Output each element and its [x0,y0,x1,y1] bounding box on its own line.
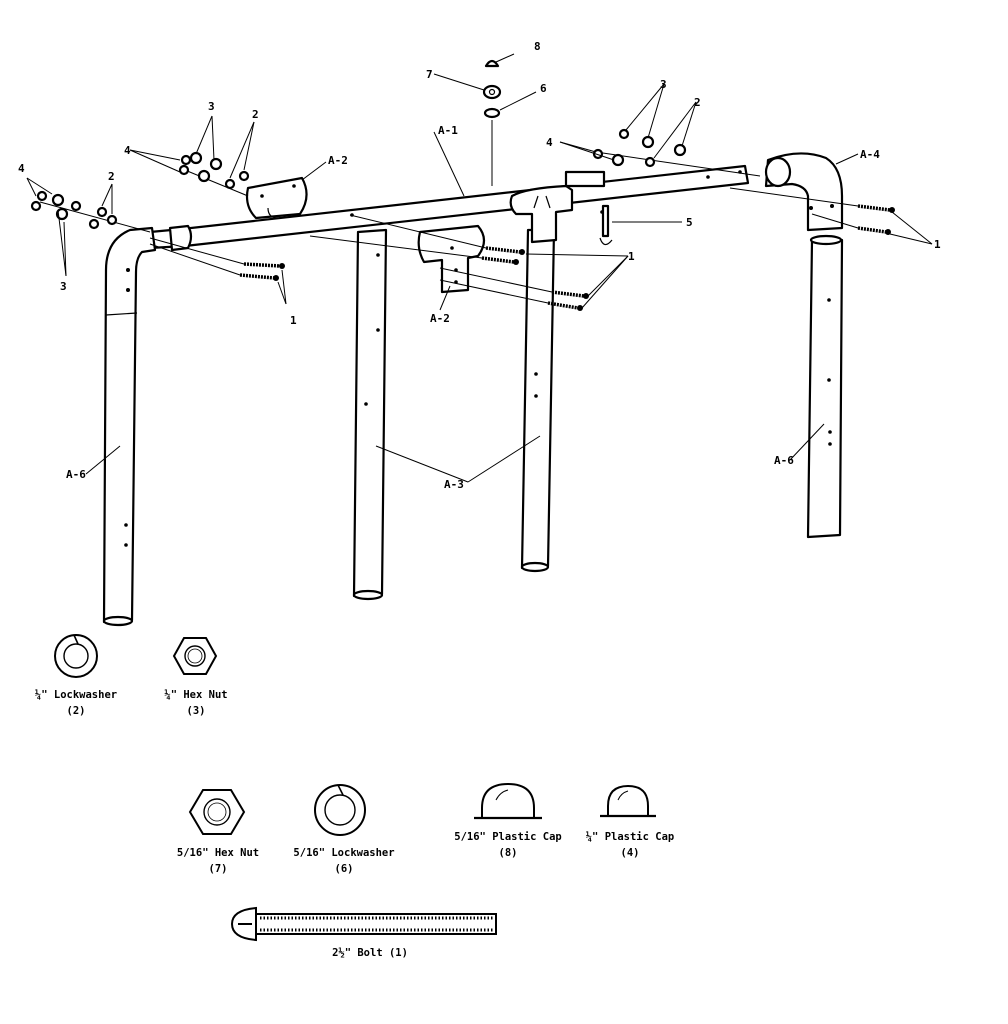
callout-5: 5 [686,216,693,229]
center-stack-hardware [482,59,502,119]
callout-1-left: 1 [290,314,297,327]
post-a6-left [102,226,157,627]
callout-4-mid: 4 [124,144,131,157]
post-a6-right [806,234,844,539]
lockwasher-quarter-num: (2) [67,705,86,717]
callout-6: 6 [540,82,547,95]
legend-plasticcap-516: 5/16" Plastic Cap (8) [454,782,562,859]
bolt-label: 2½" Bolt (1) [332,947,408,959]
legend-hexnut-quarter: ¼" Hex Nut (3) [164,637,228,717]
hardware-right-cluster [592,128,687,168]
saddle-bracket-a2-top [245,176,308,220]
lockwasher-quarter-label: ¼" Lockwasher [35,689,117,701]
callout-8: 8 [534,40,541,53]
alignment-lines [39,120,859,304]
plasticcap-quarter-label: ¼" Plastic Cap [586,831,675,843]
callout-7: 7 [426,68,433,81]
legend-plasticcap-quarter: ¼" Plastic Cap (4) [586,784,675,859]
callout-3-left: 3 [60,280,67,293]
saddle-bracket-a2-mid [417,224,486,294]
hexnut-516-num: (7) [209,863,228,875]
callout-a2-mid: A-2 [430,312,450,325]
callout-1-mid: 1 [628,250,635,263]
elbow-fitting-a4 [764,152,844,232]
bolt-right-2 [857,226,891,235]
callout-2-mid: 2 [252,108,259,121]
bolt-left-1 [243,262,285,269]
bolt-left-2 [239,273,279,281]
hardware-legend: ¼" Lockwasher (2) ¼" Hex Nut (3) 5/16" H… [35,634,675,959]
frame-bolts [239,204,895,311]
legend-lockwasher-516: 5/16" Lockwasher (6) [293,784,395,875]
bolt-mid-4 [547,301,583,311]
leg-a3-right [520,228,556,573]
leg-a3-left [352,228,388,601]
bolt-mid-2 [481,256,519,265]
callout-a6-left: A-6 [66,468,86,481]
hanger-hook-5 [599,204,613,246]
callout-a3: A-3 [444,478,464,491]
callout-a2-top: A-2 [328,154,348,167]
callout-4-left: 4 [18,162,25,175]
callout-leaders [26,53,933,483]
hardware-left-cluster [30,190,118,230]
callout-a1: A-1 [438,124,458,137]
hardware-mid-cluster [178,151,250,190]
callout-2-left: 2 [108,170,115,183]
plasticcap-516-num: (8) [499,847,518,859]
callout-a4: A-4 [860,148,880,161]
hexnut-quarter-label: ¼" Hex Nut [164,689,227,701]
plasticcap-516-label: 5/16" Plastic Cap [454,831,561,843]
legend-lockwasher-quarter: ¼" Lockwasher (2) [35,634,117,717]
bolt-right-1 [857,204,895,213]
callout-a6-right: A-6 [774,454,794,467]
hexnut-516-label: 5/16" Hex Nut [177,847,259,859]
frame-assembly [102,152,844,627]
legend-bolt: 2½" Bolt (1) [230,906,497,959]
callout-3-mid: 3 [208,100,215,113]
bolt-mid-3 [551,290,589,299]
callout-4-right: 4 [546,136,553,149]
legend-hexnut-516: 5/16" Hex Nut (7) [177,789,259,875]
callout-1-right: 1 [934,238,941,251]
plasticcap-quarter-num: (4) [621,847,640,859]
hexnut-quarter-num: (3) [187,705,206,717]
bolt-mid-1 [485,246,525,255]
callout-labels: 4 2 3 1 4 3 2 A-2 A-1 A-2 8 7 6 5 4 3 2 … [18,40,941,491]
lockwasher-516-label: 5/16" Lockwasher [293,847,394,859]
callout-2-right: 2 [694,96,701,109]
lockwasher-516-num: (6) [335,863,354,875]
center-tee-fitting [509,170,606,244]
callout-3-right: 3 [660,78,667,91]
